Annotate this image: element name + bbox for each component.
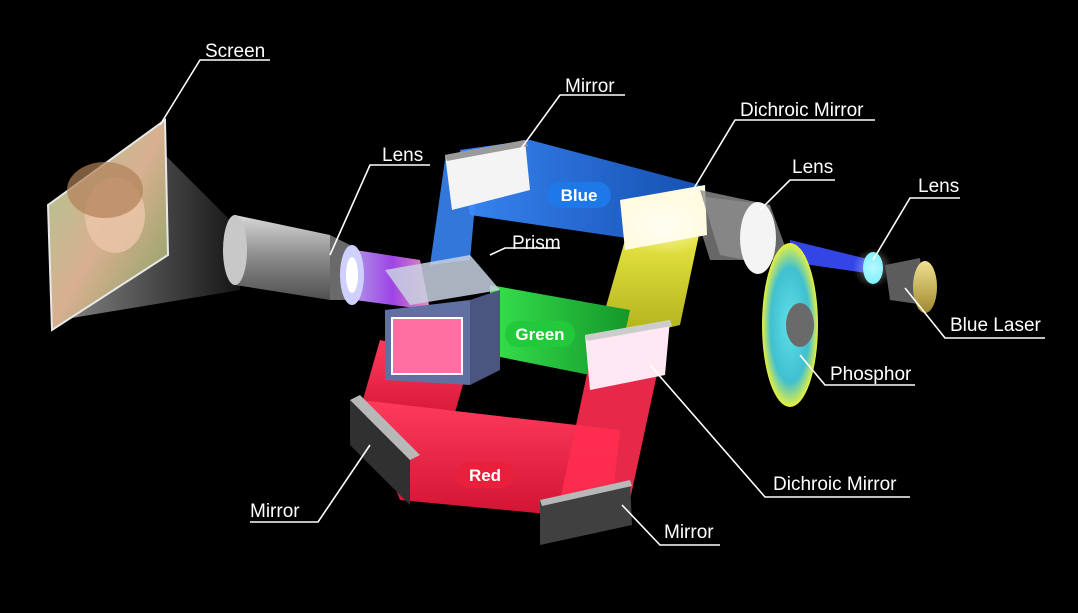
blue-pill-text: Blue xyxy=(561,186,598,205)
green-pill xyxy=(505,321,575,347)
mirror-bottom-left xyxy=(350,395,420,505)
mirror-top xyxy=(445,140,530,210)
leader-mirror-bottom-left xyxy=(250,444,371,523)
leader-dichroic-bottom xyxy=(649,364,910,498)
red-pill xyxy=(456,462,514,488)
blue-laser xyxy=(885,258,937,313)
leader-prism xyxy=(489,247,560,256)
condenser-lens xyxy=(700,190,776,274)
prism xyxy=(385,255,500,385)
leader-dichroic-top xyxy=(689,119,875,196)
red-pill-text: Red xyxy=(469,466,501,485)
leader-lens-laser xyxy=(872,197,960,261)
label-screen: Screen xyxy=(205,41,265,62)
label-lens-laser: Lens xyxy=(918,176,959,197)
blue-pill xyxy=(547,182,611,208)
dichroic-mirror-bottom xyxy=(585,320,672,390)
dichroic-mirror-top xyxy=(620,185,710,255)
blue-beam-down xyxy=(430,160,475,265)
red-beam-bottom xyxy=(360,400,620,520)
leader-lens-condenser xyxy=(759,179,835,211)
label-phosphor: Phosphor xyxy=(830,364,912,385)
leader-screen xyxy=(159,59,270,126)
laser-lens xyxy=(853,248,893,288)
leader-lens-projection xyxy=(329,164,430,256)
green-pill-text: Green xyxy=(515,325,564,344)
leader-phosphor xyxy=(799,354,915,386)
label-mirror-top: Mirror xyxy=(565,76,615,97)
phosphor-wheel xyxy=(762,243,818,407)
label-lens-condenser: Lens xyxy=(792,157,833,178)
leader-blue-laser xyxy=(904,287,1045,339)
leader-mirror-top xyxy=(519,94,625,151)
label-blue-laser: Blue Laser xyxy=(950,315,1042,336)
red-beam-right xyxy=(560,360,660,500)
label-mirror-bottom-left: Mirror xyxy=(250,501,300,522)
label-dichroic-bottom: Dichroic Mirror xyxy=(773,474,897,495)
label-mirror-bottom-right: Mirror xyxy=(664,522,714,543)
label-lens-projection: Lens xyxy=(382,145,423,166)
leader-mirror-bottom-right xyxy=(621,504,720,546)
mirror-bottom-right xyxy=(540,480,632,545)
label-prism: Prism xyxy=(512,233,561,254)
projection-lens xyxy=(223,215,364,305)
screen xyxy=(46,118,170,332)
label-dichroic-top: Dichroic Mirror xyxy=(740,100,864,121)
